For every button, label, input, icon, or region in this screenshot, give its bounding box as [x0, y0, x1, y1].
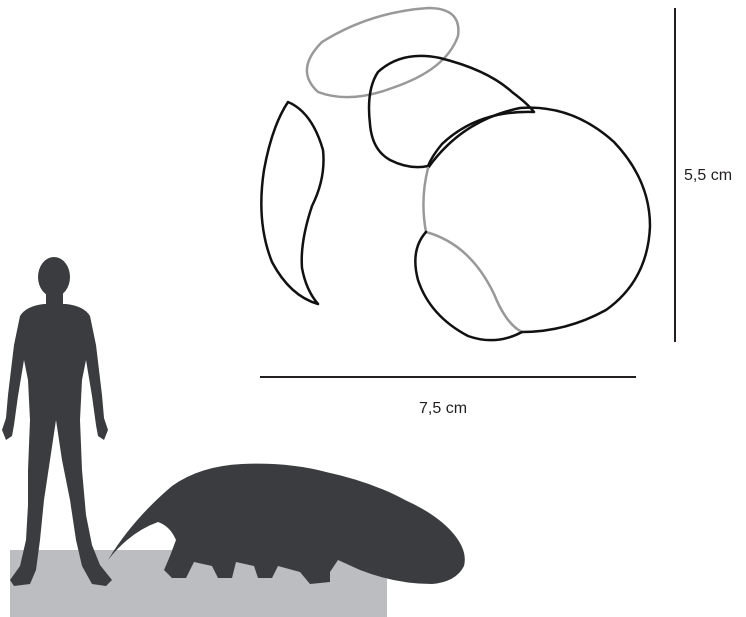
fragment-left-crescent — [261, 102, 323, 304]
width-label: 7,5 cm — [419, 400, 467, 418]
fragment-top-oval — [307, 8, 458, 97]
human-silhouette — [2, 257, 112, 586]
fragment-large-right — [428, 108, 650, 332]
bone-fragments — [261, 8, 650, 340]
fragment-bottom-lobe — [415, 232, 522, 340]
height-label: 5,5 cm — [684, 167, 732, 185]
fragment-large-right-edge — [423, 168, 522, 332]
